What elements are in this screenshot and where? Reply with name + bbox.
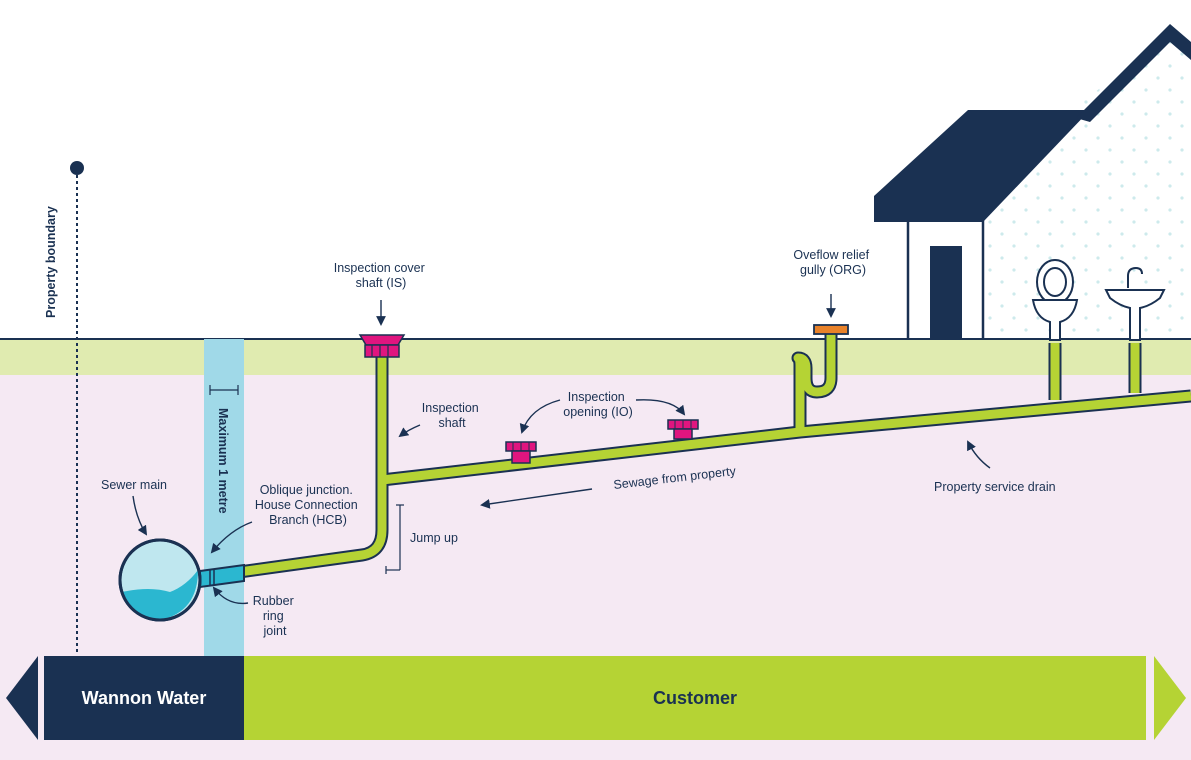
label-overflow-relief-gully: Oveflow relief gully (ORG): [793, 248, 872, 277]
label-inspection-opening: Inspection opening (IO): [563, 390, 632, 419]
label-inspection-cover-shaft: Inspection cover shaft (IS): [334, 261, 429, 290]
inspection-opening-2: [667, 419, 699, 440]
arrow-io-right: [635, 399, 686, 416]
arrow-sewer-main: [132, 495, 148, 536]
arrow-sewage: [480, 488, 593, 509]
basin-icon: [1104, 266, 1166, 341]
house-icon: [874, 24, 1191, 339]
property-boundary-marker: [70, 161, 84, 655]
sewer-main: [118, 538, 202, 622]
wannon-water-zone: [44, 656, 244, 740]
label-inspection-shaft: Inspection shaft: [422, 401, 482, 430]
hcb-pipe: [195, 345, 387, 583]
max-1-metre-zone: [204, 339, 244, 657]
label-wannon-water: Wannon Water: [82, 688, 207, 708]
org-trap: [793, 330, 836, 432]
label-rubber-ring-joint: Rubber ring joint: [253, 594, 297, 638]
label-oblique-junction: Oblique junction. House Connection Branc…: [255, 483, 361, 527]
jump-up-marker: [385, 504, 404, 574]
arrow-io-left: [519, 399, 561, 434]
label-property-boundary: Property boundary: [44, 206, 58, 318]
label-jump-up: Jump up: [410, 531, 458, 545]
arrow-icon: [132, 294, 991, 605]
ground-surface-band: [0, 339, 1191, 375]
arrow-oblique: [210, 521, 253, 554]
org-cap: [813, 324, 849, 335]
label-sewer-main: Sewer main: [101, 478, 167, 492]
label-property-service-drain: Property service drain: [934, 480, 1056, 494]
arrow-rubber-ring: [212, 586, 249, 605]
inspection-opening-1: [505, 441, 537, 464]
right-arrowhead: [1154, 656, 1186, 740]
arrow-service-drain: [967, 440, 991, 469]
pipe-network-fill: [195, 330, 1191, 583]
customer-zone: [244, 656, 1146, 740]
arrow-inspection-shaft: [398, 424, 421, 438]
label-max-1-metre: Maximum 1 metre: [216, 408, 230, 514]
label-customer: Customer: [653, 688, 737, 708]
inspection-cover: [358, 334, 406, 358]
left-arrowhead: [6, 656, 38, 740]
house-door: [930, 246, 962, 339]
toilet-icon: [1031, 259, 1079, 341]
responsibility-bar: Wannon Water Customer: [6, 656, 1186, 740]
width-marker: [209, 385, 239, 395]
